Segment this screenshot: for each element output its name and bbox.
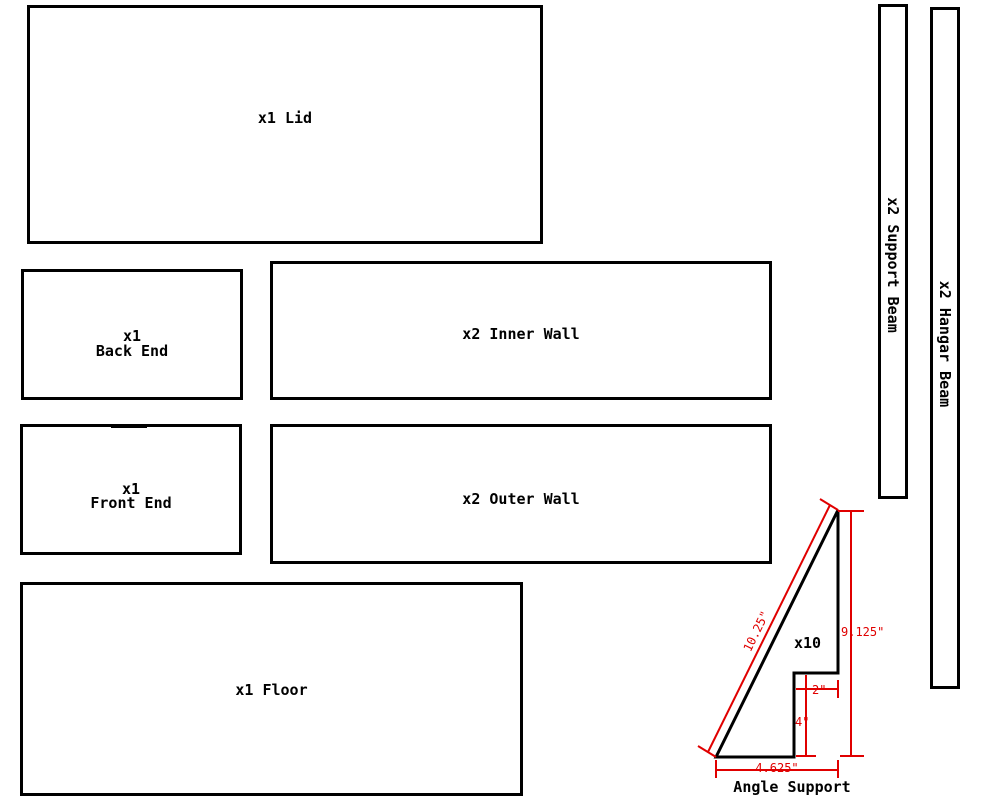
dim-notch-width-label: 2" (812, 683, 826, 697)
lid-panel: x1 Lid (27, 5, 543, 244)
back-end-panel: x1 Back End (21, 269, 243, 400)
dim-base-label: 4.625" (755, 761, 798, 775)
angle-support-caption: Angle Support (733, 778, 850, 796)
back-end-count: x1 (122, 327, 142, 345)
lid-label: x1 Lid (257, 109, 313, 127)
dim-hypotenuse-tick-top (819, 498, 839, 511)
outer-wall-panel: x2 Outer Wall (270, 424, 772, 564)
dim-notch-height-label: 4" (795, 715, 809, 729)
outer-wall-label: x2 Outer Wall (462, 490, 580, 508)
floor-label: x1 Floor (235, 681, 308, 699)
floor-panel: x1 Floor (20, 582, 523, 796)
inner-wall-panel: x2 Inner Wall (270, 261, 772, 400)
hangar-beam-panel: x2 Hangar Beam (930, 7, 960, 689)
dimension-lines (697, 498, 864, 778)
front-end-count: x1 (121, 480, 141, 498)
inner-wall-label: x2 Inner Wall (462, 325, 580, 343)
dim-hypotenuse-tick-bottom (697, 745, 717, 758)
dim-height-label: 9.125" (841, 625, 884, 639)
angle-support-outline (713, 509, 840, 759)
dim-hypotenuse-line (707, 504, 831, 753)
front-end-name: Front End (90, 494, 172, 512)
front-end-notch (111, 424, 147, 428)
support-beam-panel: x2 Support Beam (878, 4, 908, 499)
back-end-name: Back End (95, 342, 169, 360)
angle-support-count: x10 (794, 634, 821, 652)
